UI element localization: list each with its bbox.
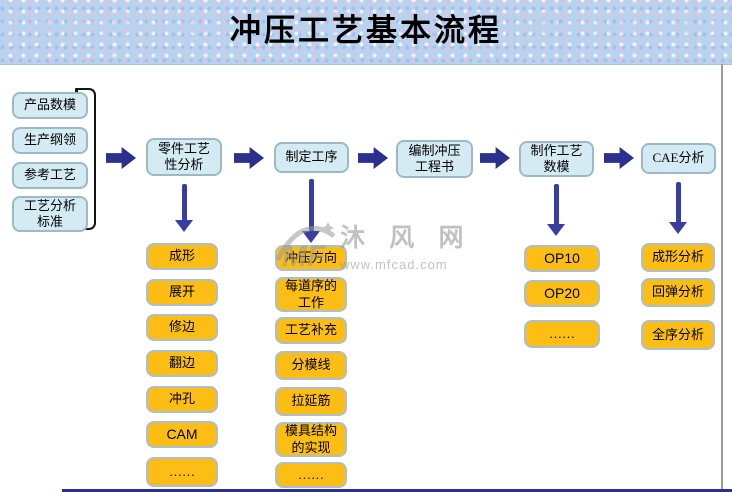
watermark-site-url: www.mfcad.com (340, 257, 448, 272)
sub-item-die-structure: 模具结构 的实现 (275, 422, 347, 457)
bottom-edge-line (62, 489, 732, 492)
sub-item-ellipsis: …… (524, 320, 600, 348)
watermark-site-name: 沐 风 网 (340, 225, 473, 252)
arrow-right-icon (480, 147, 510, 169)
arrow-down-icon (669, 182, 687, 234)
sub-item-unfold: 展开 (146, 279, 218, 306)
sub-item-ellipsis: …… (275, 462, 347, 488)
arrow-right-icon (358, 147, 388, 169)
flow-step-tooling-model: 制作工艺 数模 (519, 141, 594, 177)
arrow-right-icon (234, 147, 264, 169)
sub-item-forming-analysis: 成形分析 (641, 243, 715, 272)
right-edge-line (721, 64, 723, 492)
sub-item-op20: OP20 (524, 280, 600, 307)
sub-item-op10: OP10 (524, 245, 600, 272)
sub-item-trim: 修边 (146, 314, 218, 341)
arrow-right-icon (106, 147, 136, 169)
input-box-production-program: 生产纲领 (12, 127, 88, 154)
sub-item-cam: CAM (146, 421, 218, 448)
flow-step-stamping-engineering-doc: 编制冲压 工程书 (396, 140, 473, 178)
title-banner: 冲压工艺基本流程 (0, 0, 732, 65)
arrow-down-icon (302, 179, 320, 243)
sub-item-pierce: 冲孔 (146, 386, 218, 413)
page-title: 冲压工艺基本流程 (230, 13, 502, 48)
sub-item-ellipsis: …… (146, 457, 218, 487)
sub-item-work-per-operation: 每道序的 工作 (275, 277, 347, 312)
arrow-down-icon (547, 184, 565, 236)
sub-item-draw-bead: 拉延筋 (275, 387, 347, 416)
flow-step-define-procedure: 制定工序 (274, 142, 349, 173)
sub-item-full-sequence-analysis: 全序分析 (641, 320, 715, 350)
sub-item-forming: 成形 (146, 243, 218, 270)
flow-step-part-process-analysis: 零件工艺 性分析 (146, 138, 222, 176)
arrow-right-icon (604, 147, 634, 169)
sub-item-flange: 翻边 (146, 350, 218, 377)
sub-item-stamping-direction: 冲压方向 (275, 245, 347, 271)
flow-step-cae-analysis: CAE分析 (641, 143, 716, 174)
arrow-down-icon (175, 184, 193, 232)
sub-item-process-supplement: 工艺补充 (275, 317, 347, 344)
sub-item-springback-analysis: 回弹分析 (641, 278, 715, 307)
input-box-analysis-standard: 工艺分析 标准 (12, 196, 88, 232)
sub-item-parting-line: 分模线 (275, 351, 347, 380)
input-box-product-model: 产品数模 (12, 92, 88, 119)
input-box-reference-process: 参考工艺 (12, 162, 88, 189)
